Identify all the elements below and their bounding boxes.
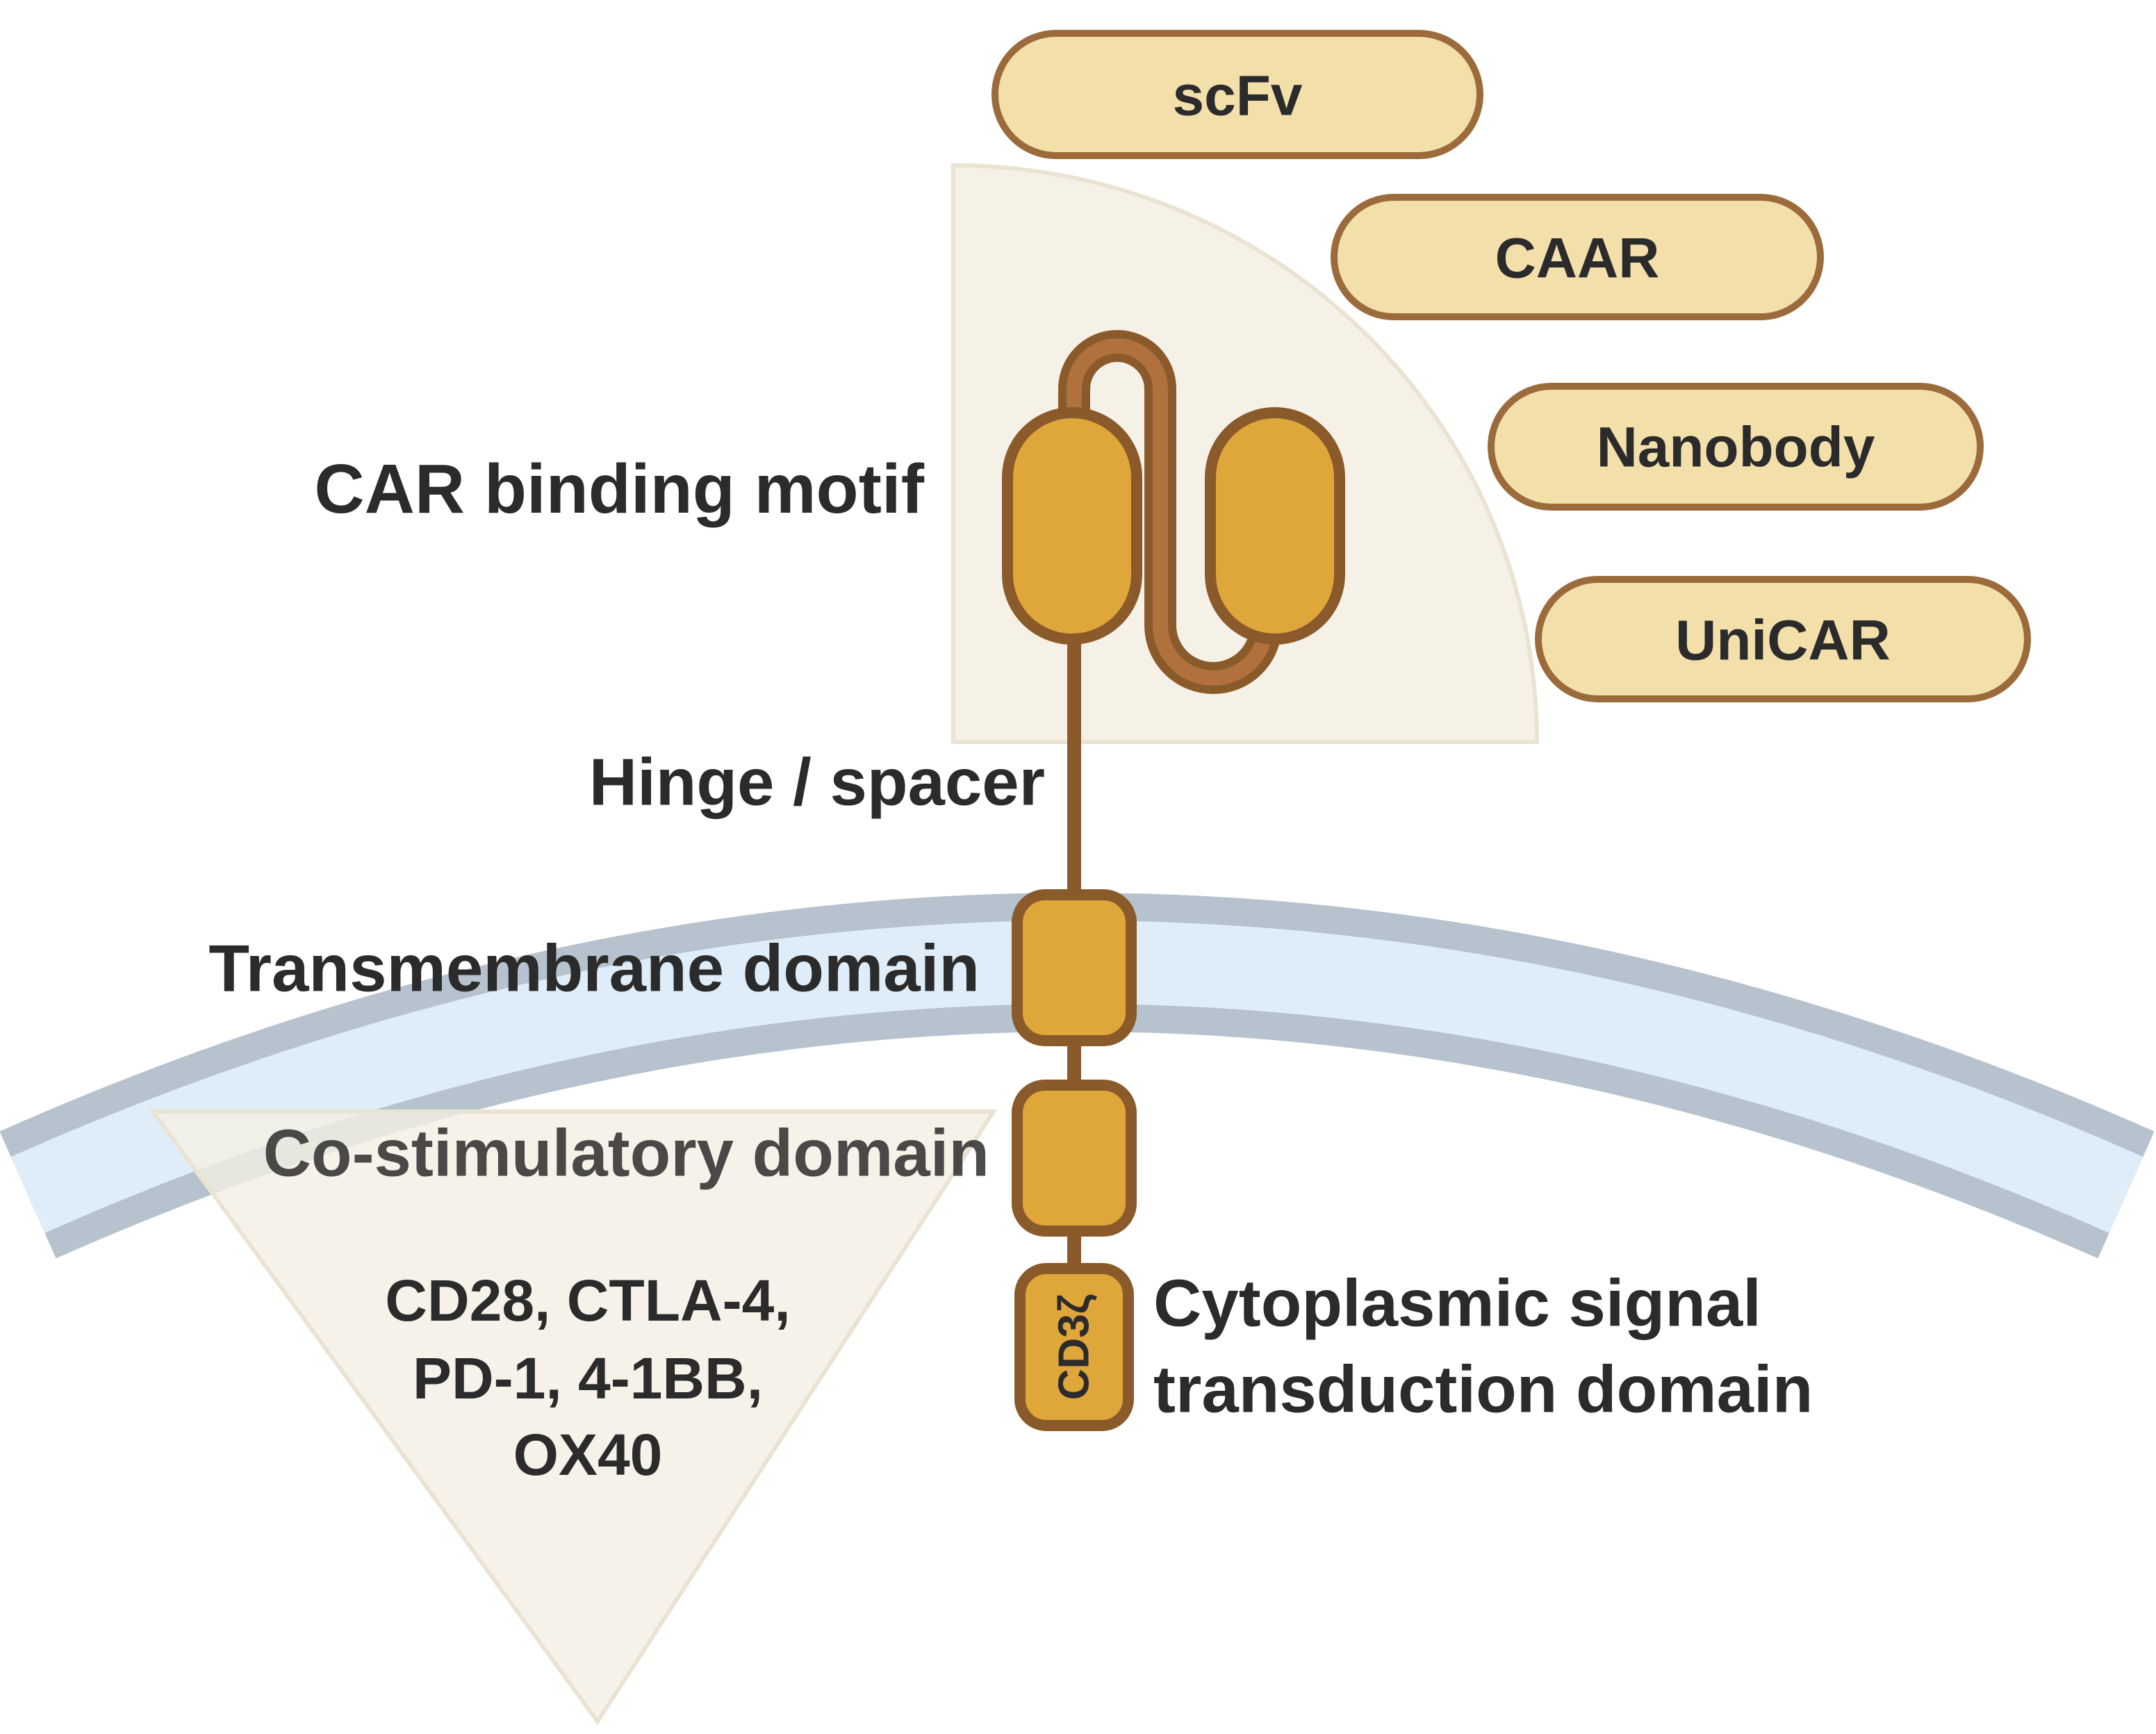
transmembrane-domain-block <box>1012 889 1137 1046</box>
cd3z-block <box>1014 1263 1134 1431</box>
binder-pill-caar: CAAR <box>1331 194 1824 320</box>
binding-linker-loop-inner <box>1067 338 1274 686</box>
binder-pill-caar-shape <box>1331 194 1824 320</box>
car-receptor: CD3ζ <box>1002 330 1345 1431</box>
label-transmembrane-domain: Transmembrane domain <box>208 932 980 1006</box>
binding-domain-left <box>1002 407 1142 645</box>
binder-pill-nanobody-shape <box>1488 383 1984 511</box>
costim-examples-line-2: PD-1, 4-1BB, <box>413 1346 763 1411</box>
binder-pill-nanobody: Nanobody <box>1488 383 1984 511</box>
costim-examples: CD28, CTLA-4, PD-1, 4-1BB, OX40 <box>385 1268 790 1487</box>
label-binding-motif: CAR binding motif <box>314 450 924 528</box>
label-costimulatory-domain: Co-stimulatory domain <box>263 1116 989 1191</box>
binder-pill-nanobody-label: Nanobody <box>1597 416 1875 479</box>
binder-pill-caar-label: CAAR <box>1495 227 1660 290</box>
binder-pill-scfv-label: scFv <box>1173 65 1303 128</box>
costimulatory-domain-block <box>1012 1080 1137 1237</box>
binder-pill-unicar-shape <box>1535 576 2031 702</box>
label-cytoplasmic-line-2: transduction domain <box>1153 1353 1813 1427</box>
costim-examples-line-1: CD28, CTLA-4, <box>385 1268 790 1333</box>
label-hinge-spacer: Hinge / spacer <box>589 745 1045 820</box>
binder-pill-scfv: scFv <box>991 30 1483 159</box>
binder-pill-unicar: UniCAR <box>1535 576 2031 702</box>
label-cytoplasmic-domain: Cytoplasmic signal transduction domain <box>1153 1266 1813 1427</box>
binder-pill-scfv-shape <box>991 30 1483 159</box>
label-cytoplasmic-line-1: Cytoplasmic signal <box>1153 1266 1761 1341</box>
binding-domain-right <box>1205 407 1345 645</box>
cd3z-label: CD3ζ <box>1051 1294 1098 1401</box>
binder-pill-unicar-label: UniCAR <box>1675 609 1891 672</box>
binder-options: scFv CAAR Nanobody UniCAR <box>991 30 2031 702</box>
costim-examples-line-3: OX40 <box>513 1422 663 1487</box>
costim-shade-triangle <box>149 1109 998 1726</box>
